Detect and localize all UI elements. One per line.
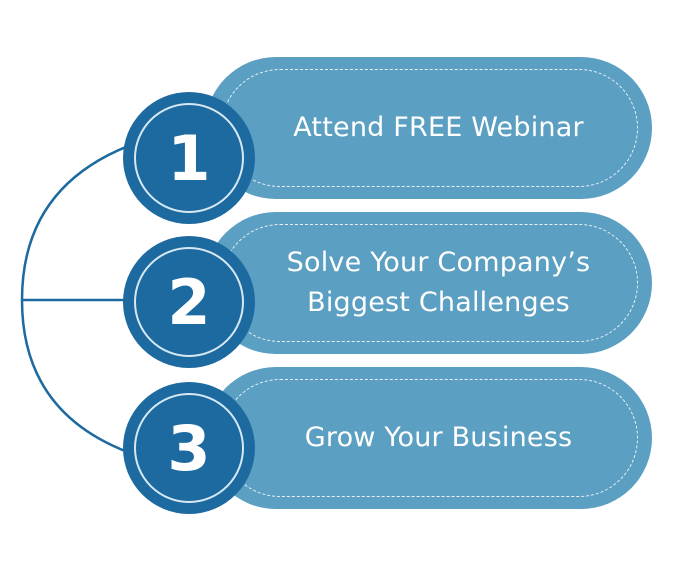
step-3-number: 3 — [167, 411, 211, 485]
step-2-badge: 2 — [123, 236, 255, 368]
step-2-pill: Solve Your Company’s Biggest Challenges — [205, 212, 652, 354]
step-1-number: 1 — [167, 121, 211, 195]
step-1-badge-ring — [134, 103, 244, 213]
step-1-badge: 1 — [123, 92, 255, 224]
step-3-label: Grow Your Business — [304, 422, 573, 453]
step-1-label: Attend FREE Webinar — [293, 112, 584, 143]
step-3-badge: 3 — [123, 382, 255, 514]
step-3-pill: Grow Your Business — [205, 367, 652, 509]
step-2-number: 2 — [167, 265, 211, 339]
step-1-pill: Attend FREE Webinar — [205, 57, 652, 199]
step-3-badge-ring — [134, 393, 244, 503]
step-2-label: Solve Your Company’s Biggest Challenges — [286, 247, 591, 318]
step-2-badge-ring — [134, 247, 244, 357]
